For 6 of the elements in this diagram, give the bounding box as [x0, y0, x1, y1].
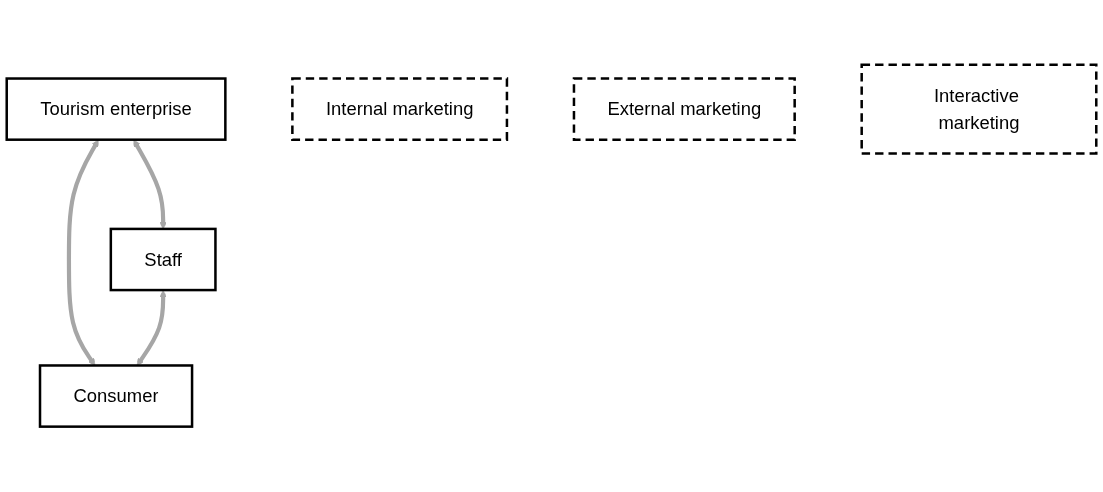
node-box: Staff — [109, 228, 217, 292]
node-box: External marketing — [572, 77, 796, 142]
node-box: Interactive marketing — [860, 63, 1098, 156]
node-box: Consumer — [38, 364, 194, 429]
node-box: Internal marketing — [291, 77, 509, 142]
node-box: Tourism enterprise — [5, 77, 227, 142]
